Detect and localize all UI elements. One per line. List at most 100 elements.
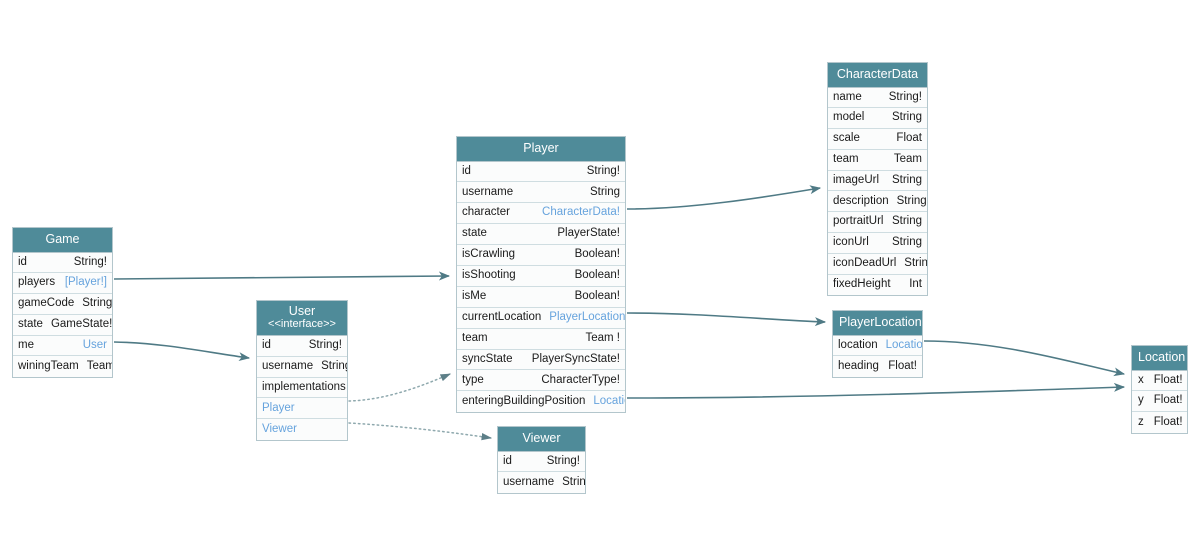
field-type[interactable]: User <box>82 338 107 351</box>
field-row[interactable]: iconUrl String <box>828 233 927 254</box>
edge-player-enteringbuildingposition-location <box>626 382 1126 399</box>
field-row[interactable]: isShooting Boolean! <box>457 265 625 287</box>
field-type: String <box>589 185 620 198</box>
field-row[interactable]: imageUrl String <box>828 170 927 192</box>
field-type[interactable]: Location <box>593 394 625 407</box>
field-row[interactable]: x Float! <box>1132 370 1187 392</box>
field-name: portraitUrl <box>833 215 884 228</box>
field-type: Float! <box>888 359 917 372</box>
field-row[interactable]: heading Float! <box>833 356 922 378</box>
field-name: x <box>1138 373 1144 386</box>
field-name: imageUrl <box>833 173 880 186</box>
field-name: state <box>462 227 487 240</box>
entity-viewer[interactable]: Viewer id String! username String <box>497 426 586 495</box>
field-row[interactable]: players [Player!] <box>13 273 112 295</box>
field-row[interactable]: scale Float <box>828 129 927 150</box>
field-type: String! <box>308 339 342 352</box>
field-row[interactable]: id String! <box>498 451 585 473</box>
field-row[interactable]: id String! <box>457 161 625 183</box>
field-row[interactable]: name String! <box>828 87 927 109</box>
field-name: character <box>462 206 510 219</box>
field-row[interactable]: username String <box>457 182 625 204</box>
field-row[interactable]: team Team <box>828 149 927 171</box>
field-row[interactable]: state GameState! <box>13 314 112 336</box>
field-name: syncState <box>462 352 513 365</box>
field-type: Team ! <box>585 331 620 344</box>
field-row[interactable]: iconDeadUrl String <box>828 253 927 275</box>
edge-user-implements-viewer <box>348 422 493 441</box>
entity-location-title: Location <box>1138 350 1186 364</box>
implementations-section-label: implementations <box>257 377 347 399</box>
implementation-row-player[interactable]: Player <box>257 398 347 420</box>
entity-game[interactable]: Game id String! players [Player!] gameCo… <box>12 227 113 379</box>
field-type: String <box>896 194 927 207</box>
field-row[interactable]: enteringBuildingPosition Location <box>457 391 625 413</box>
entity-playerlocation-header: PlayerLocation <box>833 311 922 336</box>
field-type: String <box>562 475 585 488</box>
field-type: String! <box>586 164 620 177</box>
field-type[interactable]: PlayerLocation! <box>549 310 625 323</box>
field-row[interactable]: location Location! <box>833 335 922 357</box>
field-name: location <box>838 338 878 351</box>
field-row[interactable]: isMe Boolean! <box>457 286 625 308</box>
field-row[interactable]: me User <box>13 335 112 357</box>
field-row[interactable]: username String <box>498 472 585 494</box>
field-row[interactable]: z Float! <box>1132 412 1187 433</box>
entity-user-title: User <box>288 304 316 318</box>
field-row[interactable]: team Team ! <box>457 328 625 350</box>
field-row[interactable]: character CharacterData! <box>457 203 625 225</box>
entity-location[interactable]: Location x Float! y Float! z Float! <box>1131 345 1188 434</box>
field-name: scale <box>833 132 860 145</box>
field-row[interactable]: isCrawling Boolean! <box>457 245 625 266</box>
field-name: id <box>262 339 271 352</box>
field-type: String <box>321 359 347 372</box>
field-row[interactable]: winingTeam Team <box>13 356 112 378</box>
field-row[interactable]: gameCode String! <box>13 294 112 315</box>
field-row[interactable]: id String! <box>257 336 347 357</box>
entity-user-header: User <<interface>> <box>257 301 347 337</box>
entity-characterdata[interactable]: CharacterData name String! model String … <box>827 62 928 297</box>
edge-user-implements-player <box>348 373 451 402</box>
field-type: Int <box>909 278 922 291</box>
field-row[interactable]: model String <box>828 108 927 130</box>
field-name: id <box>462 164 471 177</box>
section-label: implementations <box>262 380 346 393</box>
field-type: String <box>891 215 922 228</box>
field-row[interactable]: portraitUrl String <box>828 212 927 234</box>
entity-player[interactable]: Player id String! username String charac… <box>456 136 626 414</box>
field-row[interactable]: description String <box>828 191 927 213</box>
field-row[interactable]: type CharacterType! <box>457 370 625 392</box>
field-row[interactable]: currentLocation PlayerLocation! <box>457 307 625 329</box>
field-type: Team <box>893 153 922 166</box>
implementation-row-viewer[interactable]: Viewer <box>257 419 347 440</box>
field-row[interactable]: syncState PlayerSyncState! <box>457 349 625 371</box>
entity-playerlocation[interactable]: PlayerLocation location Location! headin… <box>832 310 923 379</box>
field-name: me <box>18 338 34 351</box>
entity-user[interactable]: User <<interface>> id String! username S… <box>256 300 348 441</box>
field-type: Float! <box>1153 415 1183 428</box>
field-row[interactable]: state PlayerState! <box>457 224 625 246</box>
field-type: Boolean! <box>574 269 620 282</box>
entity-player-title: Player <box>523 141 559 155</box>
field-name: enteringBuildingPosition <box>462 394 586 407</box>
field-row[interactable]: id String! <box>13 252 112 274</box>
field-type: Float! <box>1153 373 1183 386</box>
field-name: username <box>503 475 555 488</box>
field-name: isShooting <box>462 269 516 282</box>
field-name: iconUrl <box>833 236 869 249</box>
field-type: Float <box>896 132 922 145</box>
field-name: iconDeadUrl <box>833 257 897 270</box>
field-type: String! <box>546 454 580 467</box>
field-type[interactable]: [Player!] <box>64 276 107 289</box>
field-name: team <box>833 153 859 166</box>
field-type[interactable]: CharacterData! <box>542 206 620 219</box>
field-row[interactable]: y Float! <box>1132 391 1187 413</box>
field-type[interactable]: Location! <box>885 338 922 351</box>
entity-game-title: Game <box>45 232 80 246</box>
field-row[interactable]: fixedHeight Int <box>828 274 927 296</box>
field-type: PlayerSyncState! <box>531 352 620 365</box>
edge-player-currentlocation-playerlocation <box>626 312 827 327</box>
field-row[interactable]: username String <box>257 356 347 378</box>
field-type: Boolean! <box>574 248 620 261</box>
